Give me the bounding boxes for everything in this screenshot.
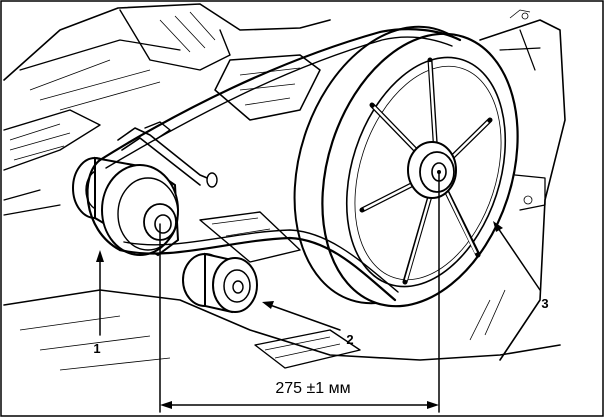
dimension-text: 275 ±1 мм [275, 380, 350, 397]
machine-frame-background [3, 3, 566, 371]
idler-pulley [182, 252, 258, 314]
callout-1: 1 [93, 250, 104, 356]
flywheel [293, 25, 519, 308]
callout-label-2: 2 [346, 332, 353, 347]
callout-label-3: 3 [541, 296, 548, 311]
motor-pulley [72, 121, 218, 257]
callout-3: 3 [493, 221, 549, 311]
callout-2: 2 [262, 301, 354, 347]
dimension-arrow-right [427, 401, 439, 409]
callout-label-1: 1 [93, 341, 100, 356]
drive-belt [86, 28, 462, 302]
dimension-arrow-left [160, 401, 172, 409]
center-distance-dimension: 275 ±1 мм [159, 171, 440, 413]
